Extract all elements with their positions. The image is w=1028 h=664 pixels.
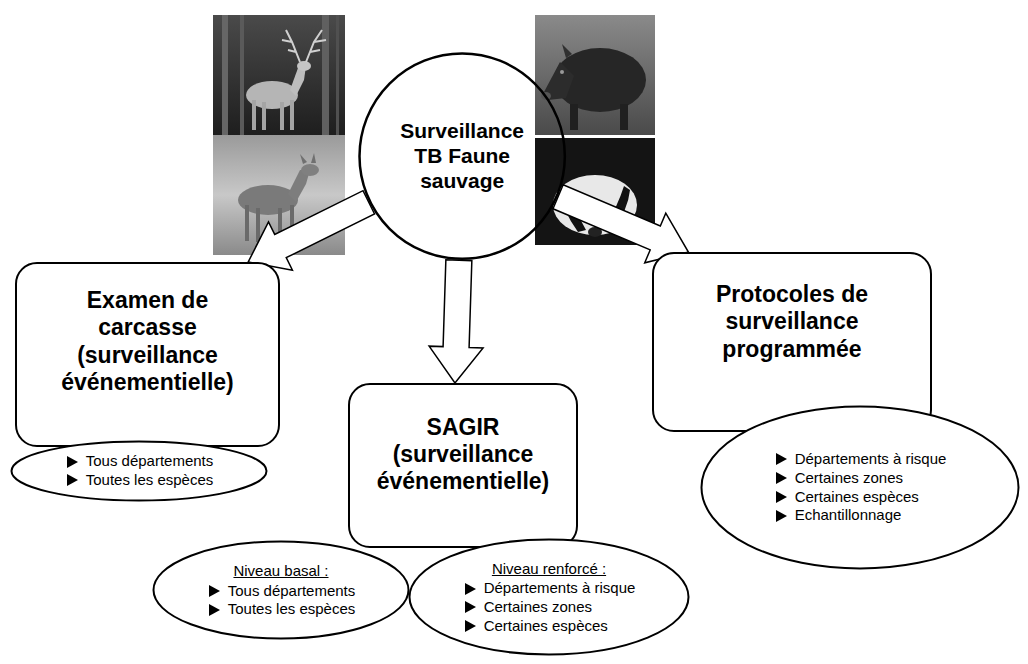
- ellipse-outline: [408, 538, 690, 656]
- bullet-item: Tous départements: [207, 582, 356, 601]
- stag-photo: [213, 15, 345, 135]
- bullet-item: Echantillonnage: [774, 506, 902, 525]
- text-group: Départements à risqueCertaines zonesCert…: [774, 450, 947, 525]
- method-box: SAGIR (surveillance événementielle): [348, 383, 578, 548]
- text-group: Niveau renforcé :Départements à risqueCe…: [463, 559, 636, 636]
- block-arrow: [429, 260, 483, 383]
- bullet-item: Certaines zones: [774, 469, 903, 488]
- method-box: Protocoles de surveillance programmée: [652, 252, 932, 432]
- method-box: Examen de carcasse (surveillance événeme…: [15, 262, 280, 447]
- text-group: SAGIR (surveillance événementielle): [368, 414, 558, 495]
- scope-ellipse: Niveau basal :Tous départementsToutes le…: [152, 540, 410, 640]
- scope-ellipse: Niveau renforcé :Départements à risqueCe…: [408, 538, 690, 656]
- node-title: Protocoles de surveillance programmée: [697, 281, 887, 362]
- text-group: Examen de carcasse (surveillance événeme…: [53, 287, 243, 396]
- bullet-item: Toutes les espèces: [65, 471, 214, 490]
- node-title: Surveillance TB Faune sauvage: [392, 119, 532, 193]
- boar-photo: [535, 15, 655, 135]
- bullet-item: Départements à risque: [774, 450, 947, 469]
- text-group: Protocoles de surveillance programmée: [697, 281, 887, 362]
- level-heading: Niveau basal :: [233, 561, 328, 581]
- level-heading: Niveau renforcé :: [492, 559, 606, 579]
- bullet-item: Certaines espèces: [463, 617, 608, 636]
- bullet-item: Tous départements: [65, 452, 214, 471]
- bullet-item: Certaines espèces: [774, 488, 919, 507]
- scope-ellipse: Départements à risqueCertaines zonesCert…: [700, 405, 1020, 570]
- bullet-item: Toutes les espèces: [207, 600, 356, 619]
- scope-ellipse: Tous départementsToutes les espèces: [10, 440, 268, 502]
- node-title: Examen de carcasse (surveillance événeme…: [53, 287, 243, 396]
- text-group: Tous départementsToutes les espèces: [65, 452, 214, 490]
- text-group: Surveillance TB Faune sauvage: [392, 119, 532, 193]
- block-arrow: [248, 191, 374, 271]
- bullet-item: Certaines zones: [463, 598, 592, 617]
- bullet-item: Départements à risque: [463, 579, 636, 598]
- text-group: Niveau basal :Tous départementsToutes le…: [207, 561, 356, 619]
- node-title: SAGIR (surveillance événementielle): [368, 414, 558, 495]
- block-arrow: [553, 185, 688, 263]
- center-circle: Surveillance TB Faune sauvage: [358, 52, 566, 260]
